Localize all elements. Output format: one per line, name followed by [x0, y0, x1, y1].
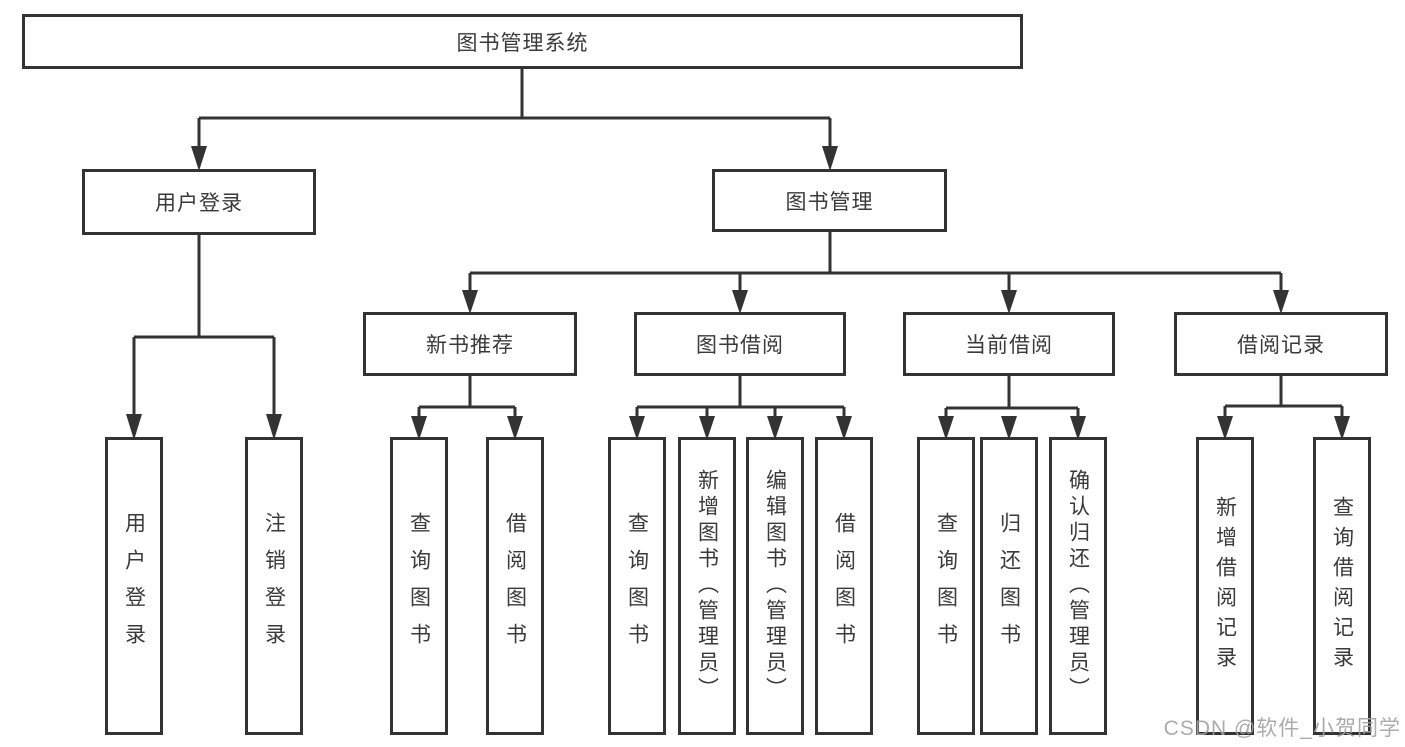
node-label: 用户登录: [155, 192, 243, 215]
node-label: 借阅记录: [1237, 334, 1325, 357]
node-book-mgmt-branch: 图书管理: [712, 169, 947, 232]
leaf-return-book: 归还图书: [980, 437, 1038, 735]
node-label: 注销登录: [262, 512, 286, 660]
node-user-login-branch: 用户登录: [82, 169, 316, 235]
leaf-edit-book-admin: 编辑图书（管理员）: [746, 437, 804, 735]
leaf-query-books-3: 查询图书: [917, 437, 975, 735]
node-label: 新书推荐: [426, 334, 514, 357]
node-label: 图书借阅: [696, 334, 784, 357]
node-label: 编辑图书（管理员）: [763, 469, 787, 703]
node-book-borrow: 图书借阅: [634, 312, 846, 376]
node-label: 查询借阅记录: [1330, 496, 1354, 676]
node-label: 图书管理: [785, 190, 874, 214]
node-label: 用户登录: [122, 512, 146, 660]
leaf-query-books-2: 查询图书: [608, 437, 666, 735]
node-root: 图书管理系统: [22, 14, 1023, 69]
node-label: 确认归还（管理员）: [1066, 469, 1090, 703]
leaf-add-borrow-record: 新增借阅记录: [1196, 437, 1254, 735]
node-label: 新增图书（管理员）: [695, 469, 719, 703]
node-label: 查询图书: [934, 512, 958, 660]
node-label: 新增借阅记录: [1213, 496, 1237, 676]
leaf-query-books-1: 查询图书: [390, 437, 448, 735]
leaf-borrow-books-2: 借阅图书: [815, 437, 873, 735]
csdn-watermark: CSDN @软件_小贺同学: [1163, 717, 1401, 740]
node-label: 归还图书: [997, 512, 1021, 660]
leaf-add-book-admin: 新增图书（管理员）: [678, 437, 736, 735]
leaf-query-borrow-record: 查询借阅记录: [1313, 437, 1371, 735]
node-current-borrow: 当前借阅: [903, 312, 1115, 376]
node-label: 借阅图书: [832, 512, 856, 660]
leaf-user-login: 用户登录: [105, 437, 163, 735]
node-label: 当前借阅: [965, 334, 1053, 357]
node-label: 查询图书: [625, 512, 649, 660]
node-borrow-records: 借阅记录: [1174, 312, 1388, 376]
node-new-book-recommend: 新书推荐: [363, 312, 577, 376]
node-label: 图书管理系统: [456, 31, 589, 55]
leaf-borrow-books-1: 借阅图书: [486, 437, 544, 735]
leaf-confirm-return-admin: 确认归还（管理员）: [1049, 437, 1107, 735]
node-label: 查询图书: [407, 512, 431, 660]
node-label: 借阅图书: [503, 512, 527, 660]
leaf-logout: 注销登录: [245, 437, 303, 735]
